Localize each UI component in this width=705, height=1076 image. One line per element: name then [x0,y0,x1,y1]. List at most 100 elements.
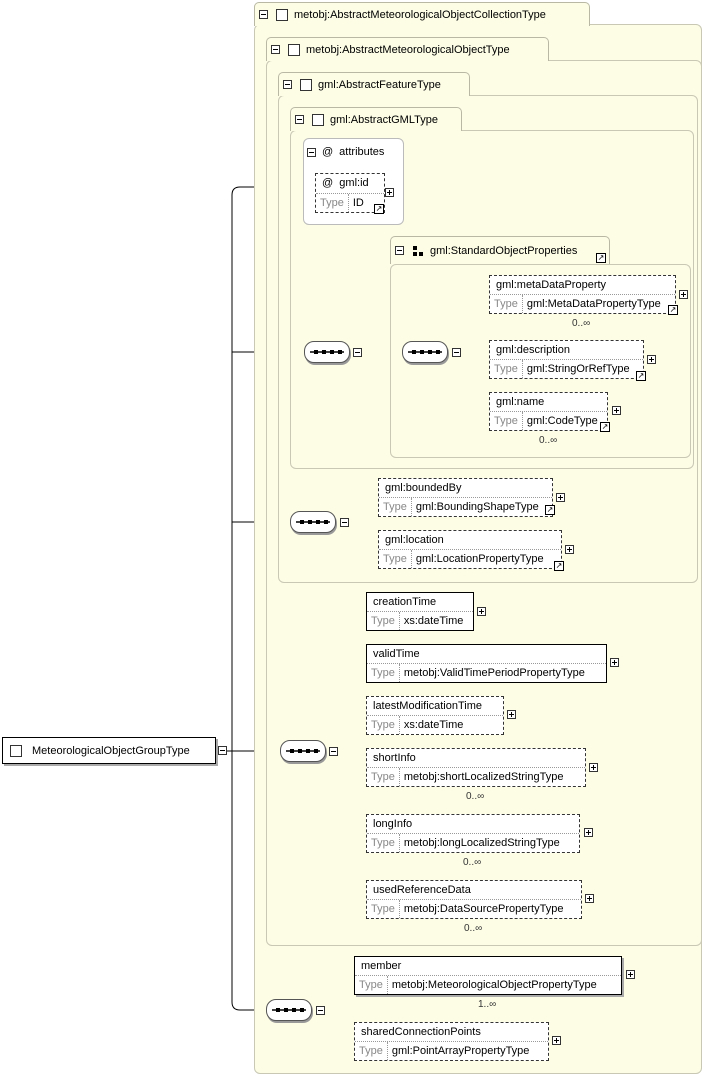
collapse-icon[interactable] [329,747,338,756]
expand-icon[interactable] [612,406,621,415]
type-value: gml:BoundingShapeType [415,501,539,513]
meteo-object-type-tab[interactable]: metobj:AbstractMeteorologicalObjectType [266,37,549,61]
element-name: shortInfo [373,752,416,764]
group-icon [413,245,423,256]
expand-icon[interactable] [556,493,565,502]
complex-type-icon [312,113,324,126]
expand-icon[interactable] [610,658,619,667]
link-icon[interactable]: ↗ [600,422,610,432]
cardinality: 0..∞ [463,857,482,868]
gml-type-tab[interactable]: gml:AbstractGMLType [290,107,462,131]
element-name: gml:metaDataProperty [496,279,607,291]
element-name: latestModificationTime [373,700,483,712]
link-icon[interactable]: ↗ [636,371,646,381]
sequence-icon [310,350,344,354]
sequence-icon [408,350,442,354]
expand-icon[interactable] [385,188,394,197]
complex-type-icon [288,43,300,56]
collection-type-tab[interactable]: metobj:AbstractMeteorologicalObjectColle… [254,2,590,26]
cardinality: 0..∞ [464,923,483,934]
complex-type-icon [300,78,312,91]
type-value: gml:CodeType [526,415,598,427]
collapse-icon[interactable] [452,348,461,357]
collapse-icon[interactable] [218,746,227,755]
root-element[interactable]: MeteorologicalObjectGroupType [2,737,216,764]
expand-icon[interactable] [507,710,516,719]
sequence-icon [272,1008,306,1012]
attribute-at-icon: @ [322,146,334,158]
complex-type-icon [10,744,22,757]
type-value: gml:LocationPropertyType [415,553,544,565]
element-name: creationTime [373,596,437,608]
collapse-icon[interactable] [259,10,268,19]
collapse-icon[interactable] [283,80,292,89]
link-icon[interactable]: ↗ [374,204,384,214]
type-label: Type [367,612,400,630]
collapse-icon[interactable] [271,45,280,54]
element-name: sharedConnectionPoints [361,1026,481,1038]
expand-icon[interactable] [626,970,635,979]
expand-icon[interactable] [552,1036,561,1045]
link-icon[interactable]: ↗ [554,561,564,571]
collapse-icon[interactable] [340,518,349,527]
sequence-compositor[interactable] [304,341,350,363]
expand-icon[interactable] [585,894,594,903]
element-name: gml:location [385,534,444,546]
type-label: Type [355,1042,388,1060]
type-label: Type [490,360,523,378]
link-icon[interactable]: ↗ [596,253,606,263]
element-name: usedReferenceData [373,884,471,896]
collapse-icon[interactable] [353,348,362,357]
element-name: gml:name [496,396,545,408]
sequence-compositor[interactable] [402,341,448,363]
cardinality: 0..∞ [466,791,485,802]
sequence-icon [296,520,330,524]
type-value: xs:dateTime [403,719,464,731]
attributes-label: attributes [339,146,385,158]
attr-name: gml:id [339,177,369,189]
feature-type-tab[interactable]: gml:AbstractFeatureType [278,72,470,96]
expand-icon[interactable] [584,828,593,837]
collapse-icon[interactable] [395,246,404,255]
type-label: Type [367,664,400,682]
expand-icon[interactable] [477,607,486,616]
link-icon[interactable]: ↗ [668,305,678,315]
sequence-compositor[interactable] [290,511,336,533]
collapse-icon[interactable] [295,115,304,124]
expand-icon[interactable] [647,355,656,364]
type-label: Type [367,716,400,734]
type-value: ID [352,197,364,209]
expand-icon[interactable] [589,763,598,772]
attributes-header[interactable]: @ attributes [307,146,384,158]
expand-icon[interactable] [565,545,574,554]
link-icon[interactable]: ↗ [545,505,555,515]
element-name: longInfo [373,818,413,830]
expand-icon[interactable] [679,290,688,299]
gml-type-panel [290,130,694,469]
type-value: metobj:longLocalizedStringType [403,837,560,849]
type-label: Type [355,976,388,994]
type-value: xs:dateTime [403,615,464,627]
collapse-icon[interactable] [316,1006,325,1015]
cardinality: 1..∞ [478,999,497,1010]
type-value: metobj:MeteorologicalObjectPropertyType [391,979,597,991]
std-props-tab[interactable]: gml:StandardObjectProperties [390,236,610,264]
sequence-compositor[interactable] [280,740,326,762]
sequence-compositor[interactable] [266,999,312,1021]
collapse-icon[interactable] [307,147,316,157]
cardinality: 0..∞ [572,318,591,329]
